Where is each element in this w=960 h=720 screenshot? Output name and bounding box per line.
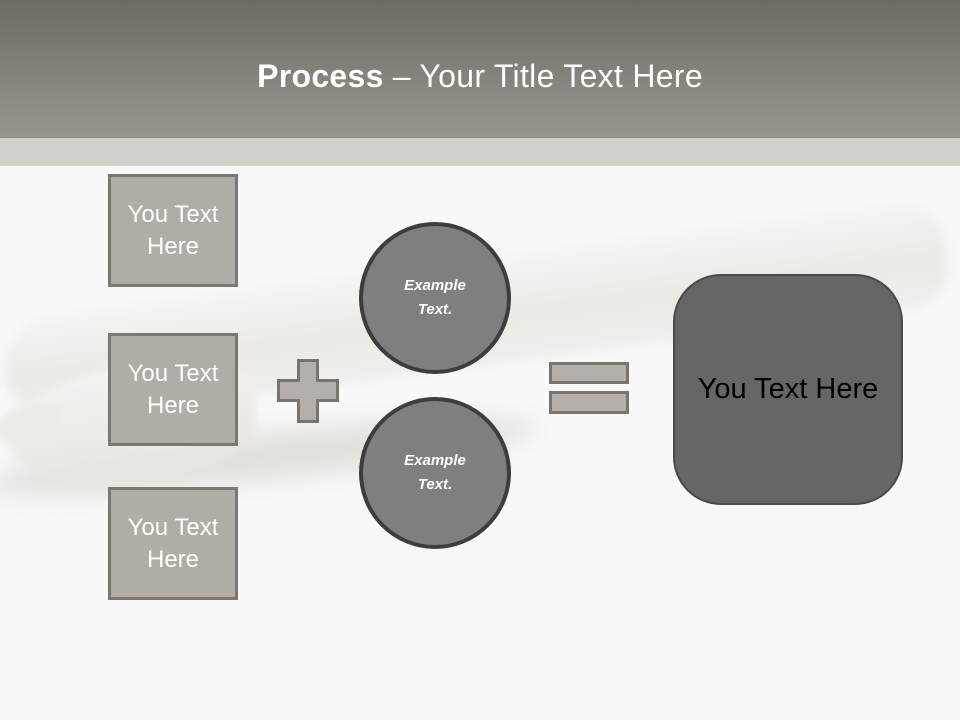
result-box[interactable]: You Text Here bbox=[673, 274, 903, 505]
slide-title[interactable]: Process – Your Title Text Here bbox=[257, 58, 703, 95]
equals-icon bbox=[549, 362, 629, 414]
slide-title-rest: – Your Title Text Here bbox=[392, 58, 703, 94]
slide-header: Process – Your Title Text Here bbox=[0, 0, 960, 137]
result-box-label: You Text Here bbox=[697, 373, 879, 405]
plus-icon bbox=[277, 359, 339, 423]
process-box-2-label: You Text Here bbox=[127, 359, 219, 419]
process-box-3[interactable]: You Text Here bbox=[108, 487, 238, 600]
process-box-3-label: You Text Here bbox=[127, 513, 219, 573]
example-circle-2-label: Example Text. bbox=[404, 452, 466, 493]
example-circle-2[interactable]: Example Text. bbox=[359, 397, 511, 549]
joint-twist-end bbox=[0, 392, 69, 452]
header-accent-strip bbox=[0, 137, 960, 166]
example-circle-1[interactable]: Example Text. bbox=[359, 222, 511, 374]
process-box-1-label: You Text Here bbox=[127, 200, 219, 260]
example-circle-1-label: Example Text. bbox=[404, 277, 466, 318]
slide-title-emphasis: Process bbox=[257, 58, 384, 94]
process-box-2[interactable]: You Text Here bbox=[108, 333, 238, 446]
process-box-1[interactable]: You Text Here bbox=[108, 174, 238, 287]
